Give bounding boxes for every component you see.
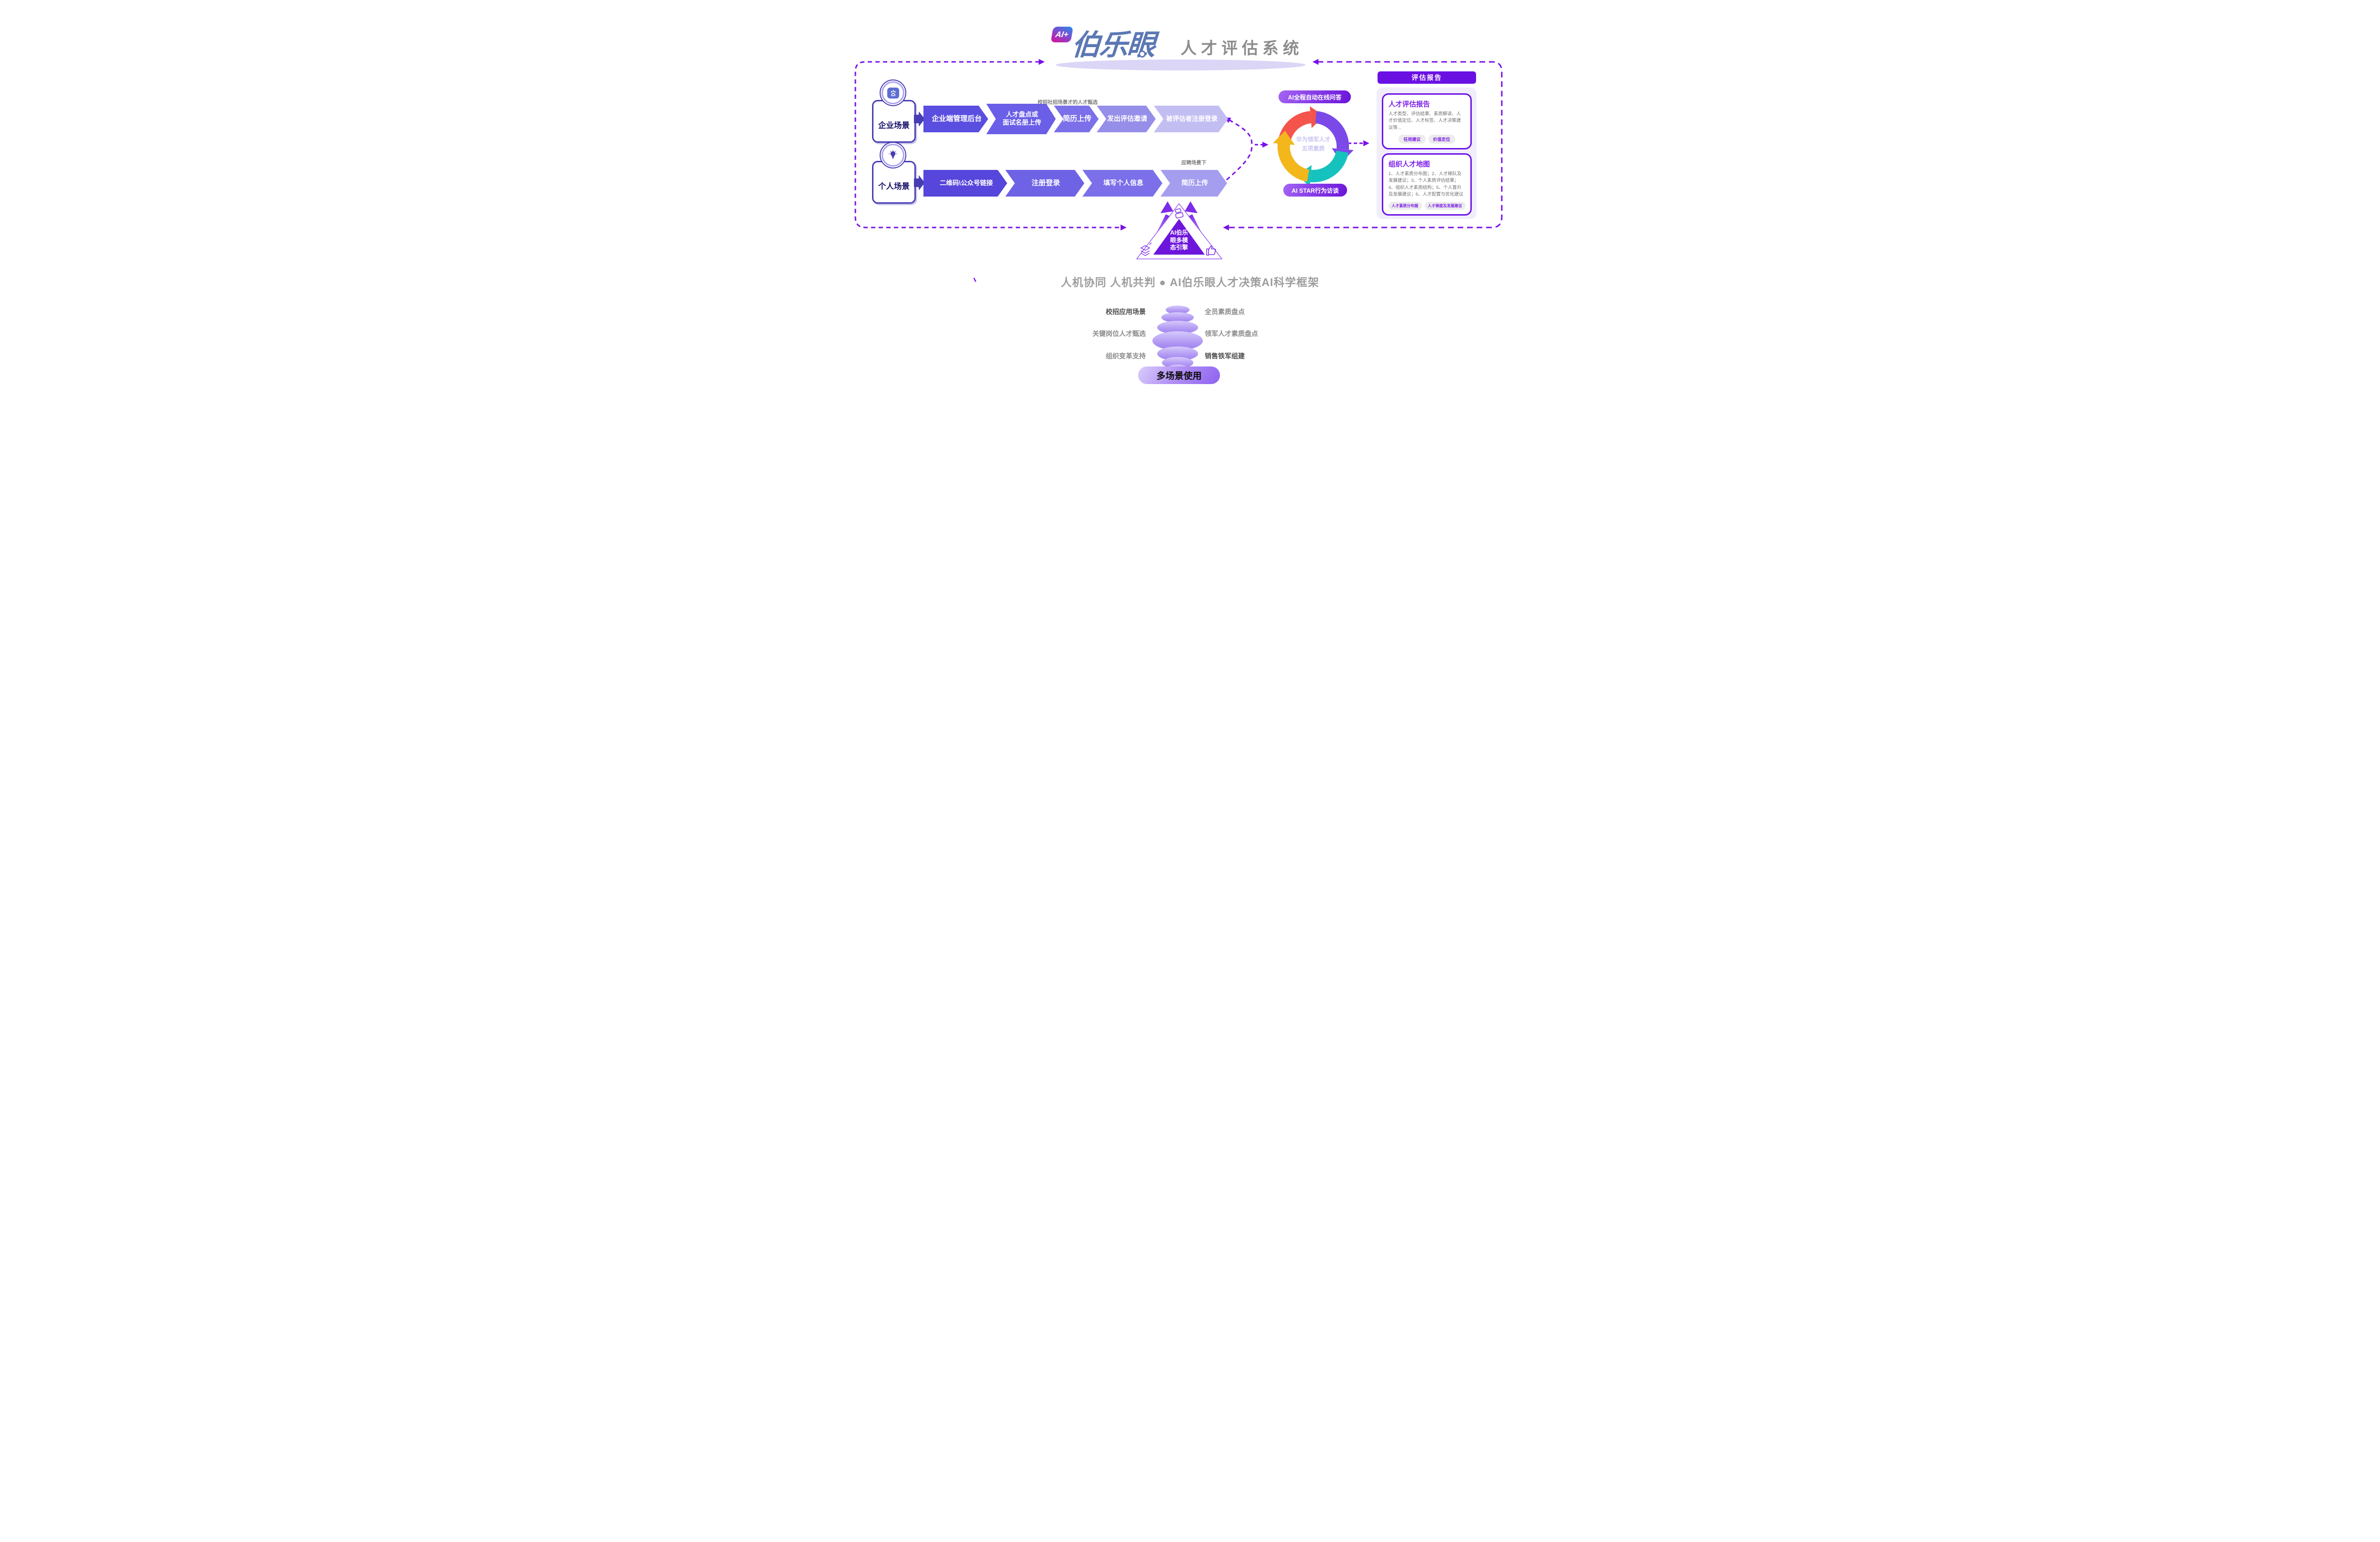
engine-label-line3: 态引擎 [1170, 244, 1188, 251]
step-assessee-register: 被评估者注册登录 [1154, 106, 1228, 132]
flows-merge-curve [1224, 117, 1253, 183]
talent-report-title: 人才评估报告 [1388, 101, 1430, 109]
step-fill-personal-info: 填写个人信息 [1082, 170, 1162, 197]
step-talent-inventory: 人才盘点或 面试名册上传 [986, 104, 1056, 134]
cycle-top-pill: AI全程自动在线问答 [1279, 90, 1351, 103]
page-title: 人才评估系统 [1180, 40, 1303, 58]
scenario-campus-recruiting: 校招应用场景 [1106, 308, 1146, 316]
step-resume-upload-personal: 简历上传 [1160, 170, 1227, 197]
infographic-canvas: AI+ 伯乐眼 人才评估系统 企业场景 校招社招场景才的人才甄选 企业端管理后台… [847, 0, 1533, 386]
talent-report-body: 人才类型、评估结果、素质解读、人才价值定位、人才标签、人才决策建议等... [1388, 111, 1461, 130]
scenario-all-staff: 全员素质盘点 [1205, 308, 1245, 316]
engine-triangle [1136, 201, 1223, 259]
talent-report-card: 人才评估报告 人才类型、评估结果、素质解读、人才价值定位、人才标签、人才决策建议… [1382, 93, 1472, 150]
step-send-invitation: 发出评估邀请 [1097, 106, 1156, 132]
framework-heading: 人机协同 人机共判 ● AI伯乐眼人才决策AI科学框架 [1061, 276, 1319, 288]
report-panel-header: 评估报告 [1378, 71, 1476, 84]
cycle-center-line2: 五项素质 [1301, 145, 1325, 152]
enterprise-scene-card: 企业场景 [872, 100, 916, 143]
tag-quality-distribution: 人才素质分布图 [1388, 201, 1422, 210]
magnifier-accent-icon [1139, 50, 1146, 58]
org-talent-map-card: 组织人才地图 1、人才素质分布图；2、人才梯队及发展建议；3、个人素质评估结果；… [1382, 153, 1472, 216]
step-qrcode-link: 二维码\公众号链接 [923, 170, 1007, 197]
lightbulb-icon [889, 150, 897, 159]
left-arrowhead [1160, 201, 1173, 213]
scenario-leading-talent: 领军人才素质盘点 [1205, 330, 1258, 337]
step-resume-upload-enterprise: 简历上传 [1054, 106, 1099, 132]
scenario-key-position: 关键岗位人才甄选 [1092, 330, 1146, 337]
engine-label: AI伯乐 眼多模 态引擎 [1159, 229, 1199, 252]
engine-label-line2: 眼多模 [1170, 237, 1188, 244]
layers-icon [1140, 242, 1152, 256]
tag-hiring-advice: 任用建议 [1398, 135, 1426, 144]
cycle-center-label: 华为领军人才 五项素质 [1280, 135, 1347, 153]
thumbs-up-icon [1206, 246, 1216, 256]
tag-gradient-advice: 人才梯度及发展建议 [1424, 201, 1466, 210]
scenario-sales-team: 销售铁军组建 [1205, 352, 1245, 360]
step-enterprise-backend: 企业端管理后台 [923, 106, 988, 132]
personal-scene-label: 个人场景 [878, 182, 910, 191]
enterprise-scene-label: 企业场景 [878, 121, 910, 130]
report-book-icon [1175, 208, 1184, 218]
inner-triangle [1153, 219, 1205, 255]
cycle-center-line1: 华为领军人才 [1296, 136, 1330, 143]
org-talent-map-body: 1、人才素质分布图；2、人才梯队及发展建议；3、个人素质评估结果；4、组织人才素… [1388, 171, 1464, 198]
engine-label-line1: AI伯乐 [1170, 229, 1188, 236]
personal-flow-caption: 应聘场景下 [1181, 160, 1207, 166]
enterprise-icon [880, 79, 906, 106]
org-talent-map-title: 组织人才地图 [1388, 161, 1430, 168]
multi-scenario-button[interactable]: 多场景使用 [1138, 366, 1220, 384]
ai-plus-badge-icon: AI+ [1051, 27, 1073, 42]
cycle-bottom-pill: AI STAR行为访谈 [1283, 184, 1347, 197]
scenario-org-change: 组织变革支持 [1106, 352, 1146, 360]
personal-icon [880, 142, 906, 168]
tag-value-positioning: 价值定位 [1428, 135, 1455, 144]
step-register-login: 注册登录 [1005, 170, 1084, 197]
org-board-icon [891, 90, 896, 96]
right-arrowhead [1185, 201, 1198, 213]
